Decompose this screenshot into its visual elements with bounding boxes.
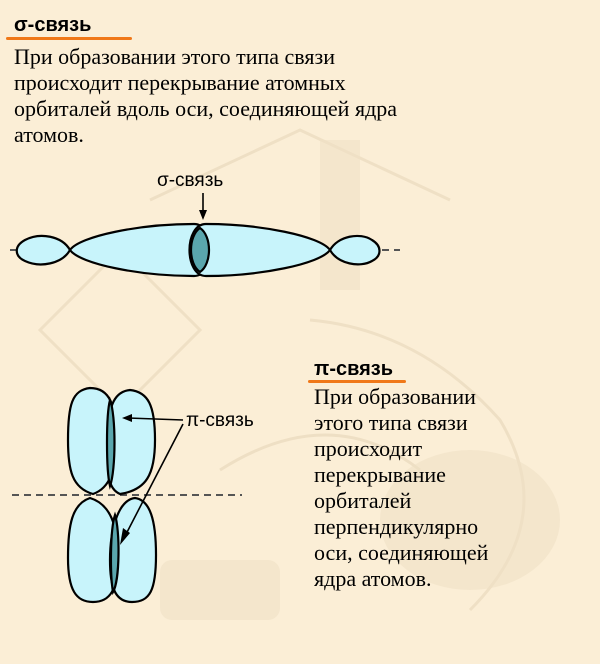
pi-orbital-pair bbox=[66, 386, 158, 604]
sigma-heading-underline bbox=[6, 37, 132, 40]
sigma-small-right-lobe bbox=[328, 234, 381, 266]
pi-heading-underline bbox=[308, 380, 406, 383]
sigma-diagram-label: σ-связь bbox=[157, 170, 224, 191]
pi-description-line: перпендикулярно bbox=[314, 514, 479, 539]
pi-description: При образовании этого типа связи происхо… bbox=[314, 384, 488, 592]
pi-bottom-overlap-region bbox=[109, 511, 120, 596]
pi-heading: π-связь bbox=[314, 358, 394, 380]
pi-description-line: При образовании bbox=[314, 384, 476, 409]
sigma-small-left-lobe bbox=[15, 234, 72, 266]
sigma-description-line: При образовании этого типа связи bbox=[14, 44, 335, 69]
sigma-overlap-region bbox=[189, 226, 211, 274]
pi-top-overlap-region bbox=[105, 396, 116, 490]
pi-description-line: оси, соединяющей bbox=[314, 540, 489, 565]
pi-description-line: перекрывание bbox=[314, 462, 446, 487]
pi-label-arrow-bottom bbox=[123, 423, 184, 539]
pi-description-line: этого типа связи bbox=[314, 410, 468, 435]
sigma-heading: σ-связь bbox=[14, 14, 92, 36]
pi-description-line: ядра атомов. bbox=[314, 566, 432, 591]
pi-description-line: происходит bbox=[314, 436, 423, 461]
sigma-description: При образовании этого типа связи происхо… bbox=[14, 44, 397, 148]
sigma-description-line: происходит перекрывание атомных bbox=[14, 70, 346, 95]
sigma-description-line: атомов. bbox=[14, 122, 84, 147]
pi-diagram-label: π-связь bbox=[186, 410, 254, 431]
pi-label-arrow-top bbox=[127, 417, 184, 421]
sigma-big-right-lobe bbox=[188, 222, 332, 278]
sigma-orbital-pair bbox=[15, 222, 381, 278]
pi-description-line: орбиталей bbox=[314, 488, 412, 513]
sigma-description-line: орбиталей вдоль оси, соединяющей ядра bbox=[14, 96, 398, 121]
